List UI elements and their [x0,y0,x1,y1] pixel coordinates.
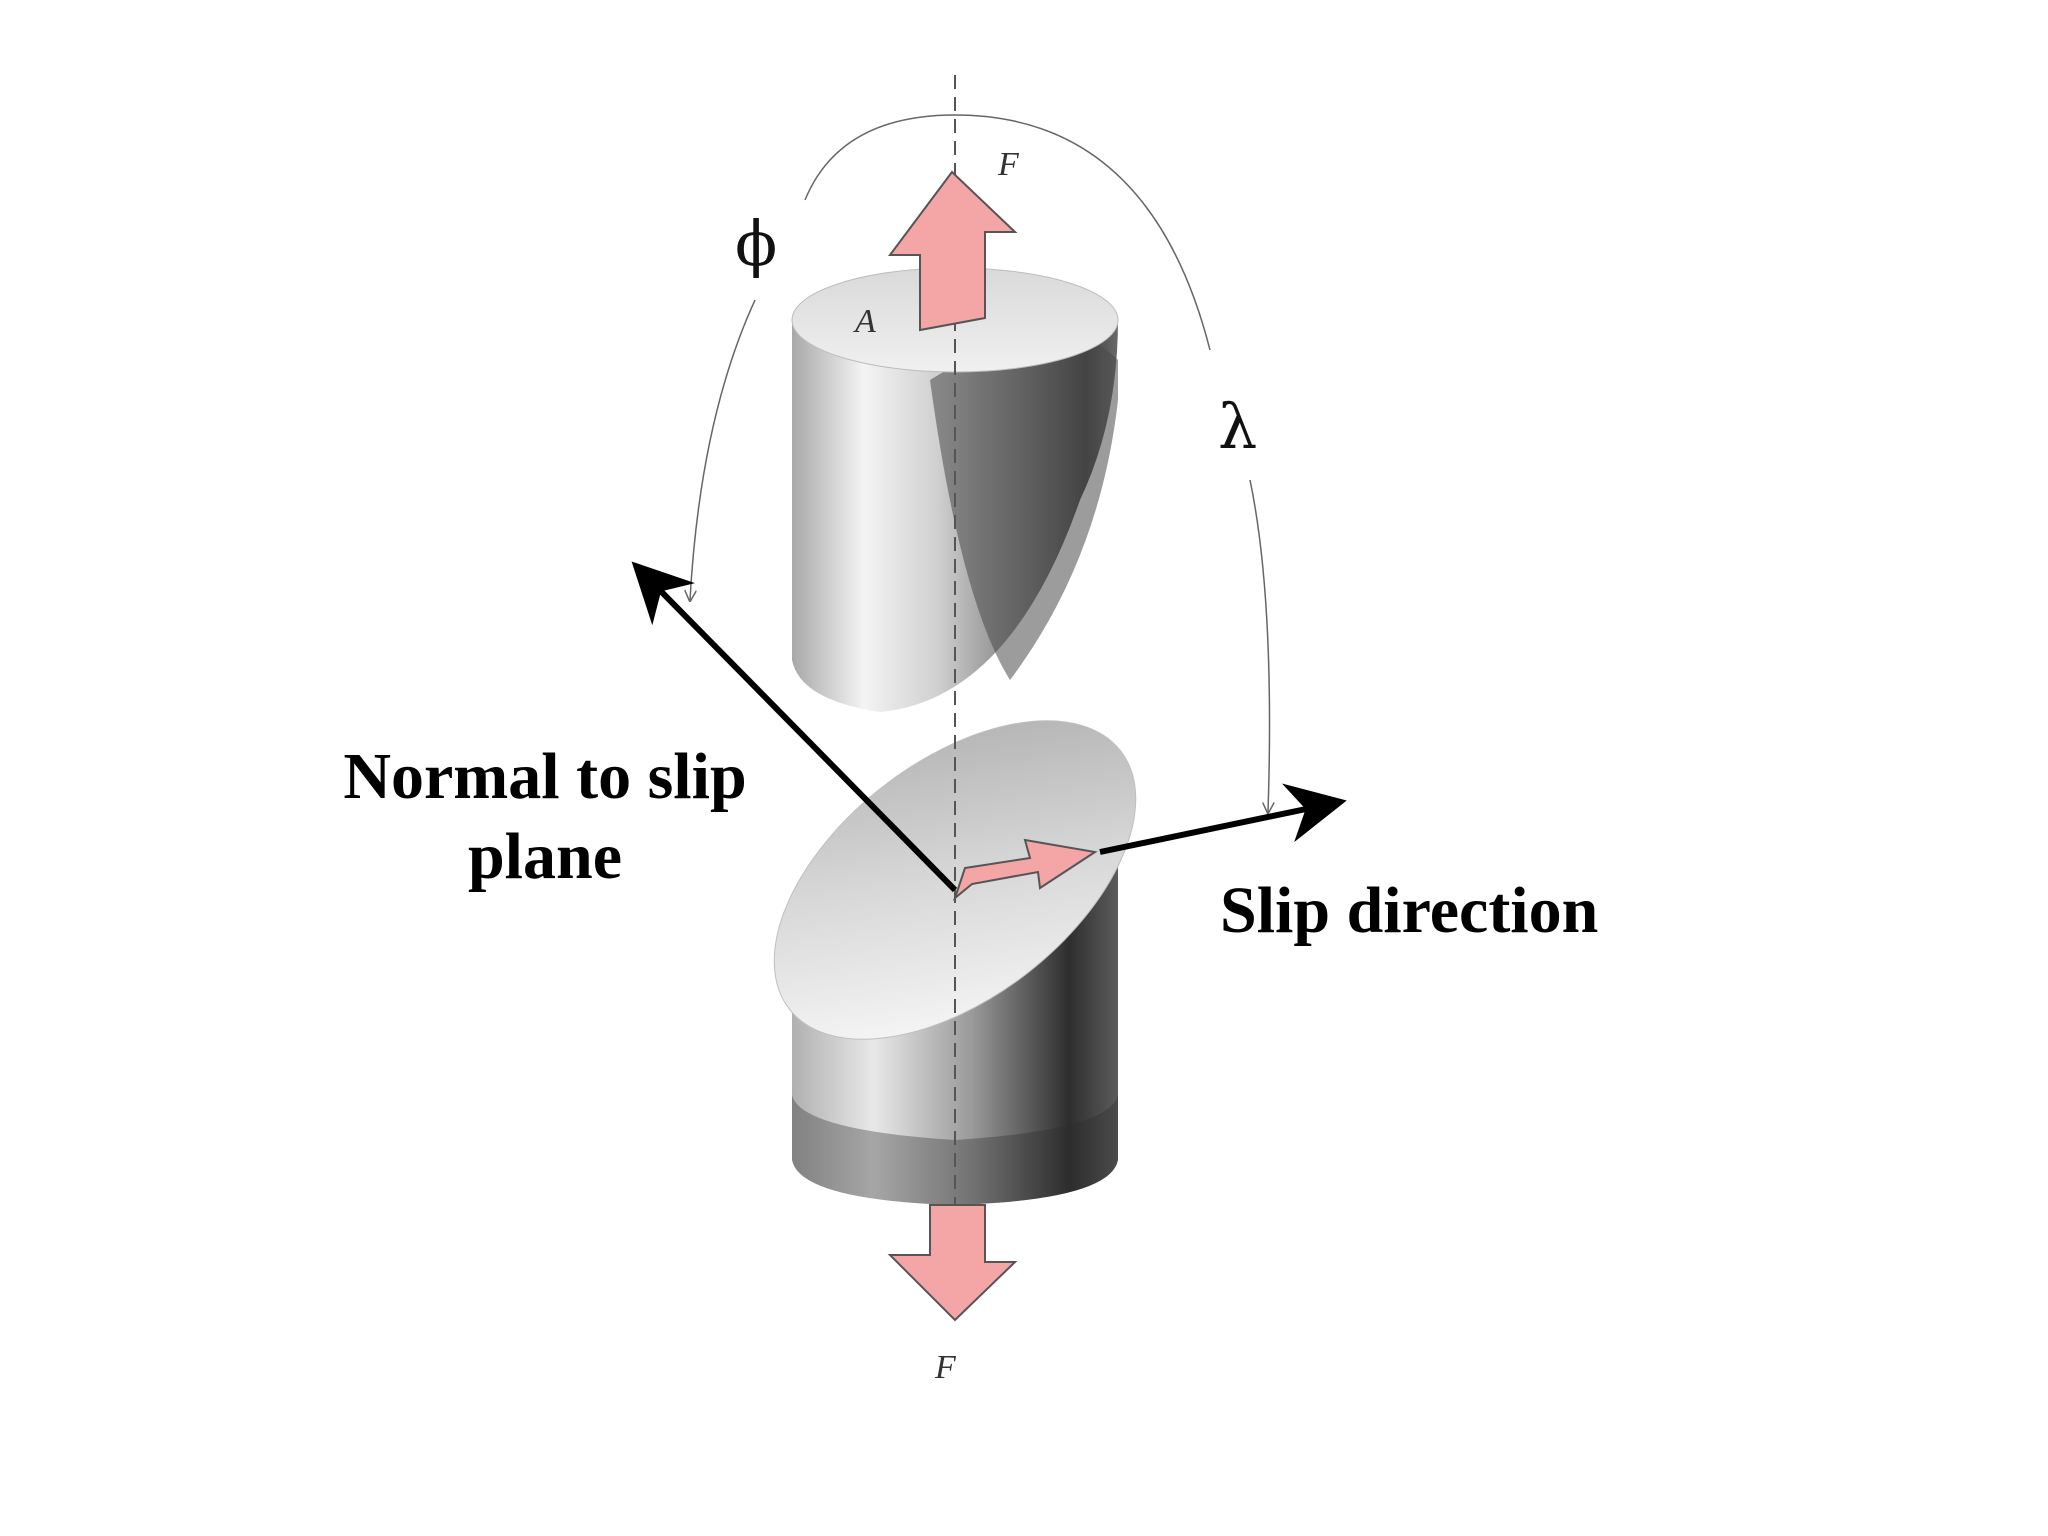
slip-arrow [952,838,1098,901]
phi-angle-arc [690,114,956,600]
normal-label-line1: Normal to slip [343,740,746,813]
phi-label: ϕ [735,207,777,280]
force-arrow-up [888,170,1018,332]
normal-label-line2: plane [468,820,622,893]
lambda-label: λ [1218,390,1257,463]
force-label-top: F [997,146,1020,183]
area-label: A [853,303,876,340]
upper-cylinder [791,267,1119,712]
force-label-bottom: F [934,1349,957,1386]
slip-direction-label: Slip direction [1220,874,1598,947]
normal-vector [631,561,958,893]
slip-direction-vector [1099,783,1347,855]
force-arrow-down [887,1204,1018,1322]
lambda-angle-arc [954,114,1270,812]
